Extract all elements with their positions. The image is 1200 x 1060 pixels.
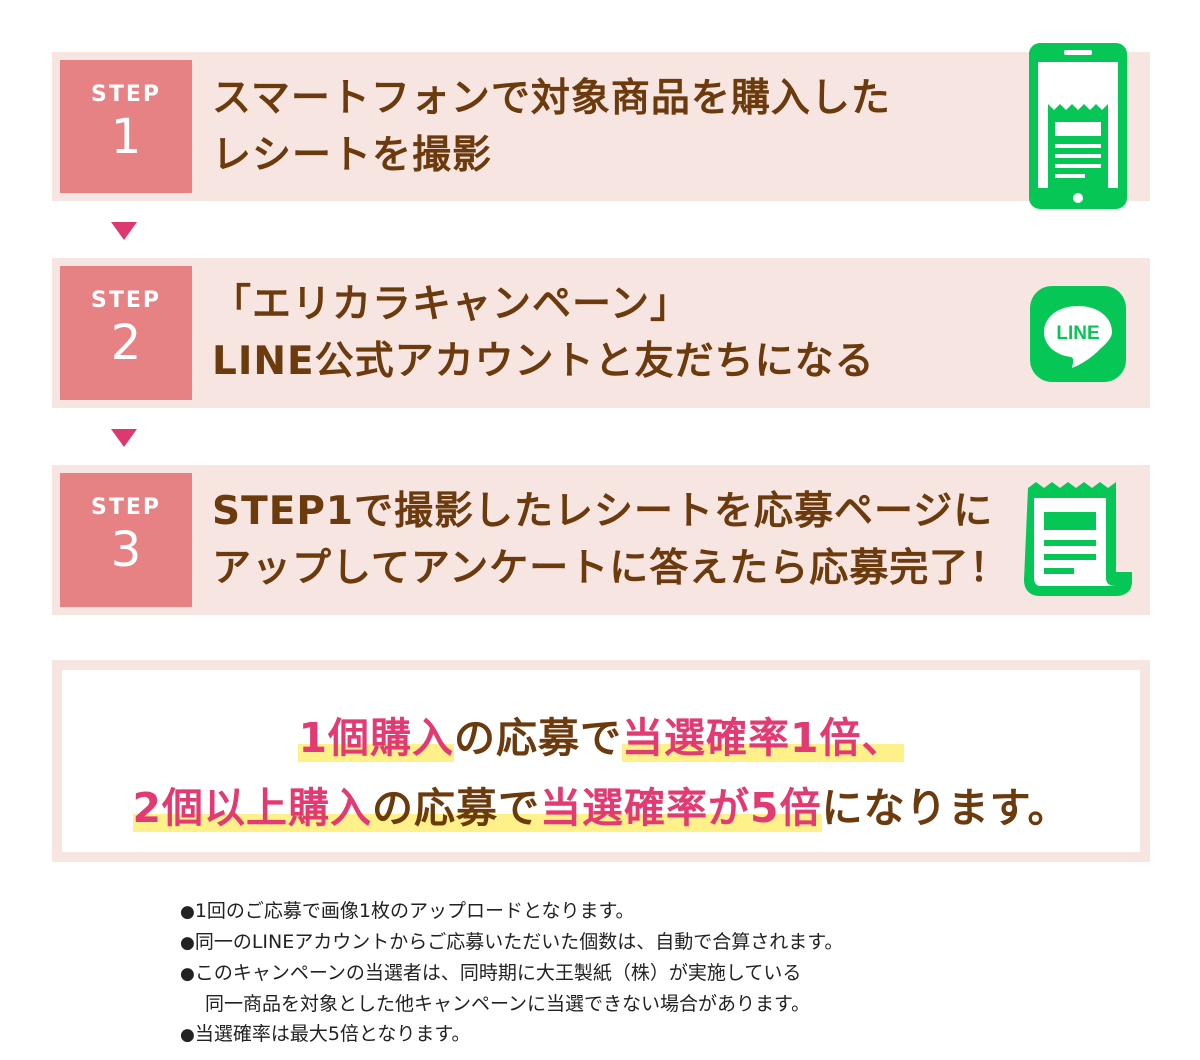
step-2-text: 「エリカラキャンペーン」 LINE公式アカウントと友だちになる	[212, 276, 875, 390]
step-3-label: STEP	[90, 495, 161, 520]
step-2-line-2: LINE公式アカウントと友だちになる	[212, 339, 875, 384]
note-text-3: このキャンペーンの当選者は、同時期に大王製紙（株）が実施している	[194, 962, 802, 984]
odds-line-2: 2個以上購入の応募で当選確率が5倍になります。	[62, 774, 1140, 834]
step-1-label: STEP	[90, 82, 161, 107]
line-icon-text: LINE	[1056, 323, 1099, 344]
odds-line-2-odds: 当選確率が5倍	[540, 784, 822, 832]
note-text-1: 1回のご応募で画像1枚のアップロードとなります。	[194, 900, 635, 922]
odds-line-1-end: 、	[861, 714, 904, 762]
step-1-panel: STEP 1 スマートフォンで対象商品を購入した レシートを撮影	[52, 52, 1150, 201]
note-item-4: ●当選確率は最大5倍となります。	[180, 1019, 843, 1050]
line-app-icon: LINE	[1030, 286, 1126, 382]
step-1-line-1: スマートフォンで対象商品を購入した	[212, 76, 891, 121]
smartphone-receipt-icon	[1029, 43, 1127, 209]
odds-line-2-mid: の応募で	[372, 784, 541, 832]
notes-list: ●1回のご応募で画像1枚のアップロードとなります。 ●同一のLINEアカウントか…	[180, 896, 843, 1050]
note-text-2: 同一のLINEアカウントからご応募いただいた個数は、自動で合算されます。	[194, 931, 844, 953]
step-arrow-1	[111, 222, 137, 240]
odds-info-inner: 1個購入の応募で当選確率1倍、 2個以上購入の応募で当選確率が5倍になります。	[62, 670, 1140, 852]
odds-line-1: 1個購入の応募で当選確率1倍、	[62, 704, 1140, 764]
step-3-line-1: STEP1で撮影したレシートを応募ページに	[212, 489, 994, 534]
note-bullet-2: ●	[180, 933, 195, 953]
step-1-badge: STEP 1	[60, 60, 192, 193]
note-item-2: ●同一のLINEアカウントからご応募いただいた個数は、自動で合算されます。	[180, 927, 843, 958]
step-3-line-2: アップしてアンケートに答えたら応募完了！	[212, 546, 1010, 591]
step-2-panel: STEP 2 「エリカラキャンペーン」 LINE公式アカウントと友だちになる	[52, 258, 1150, 408]
step-3-text: STEP1で撮影したレシートを応募ページに アップしてアンケートに答えたら応募完…	[212, 483, 1009, 597]
note-bullet-1: ●	[180, 902, 195, 922]
note-text-3-continued: 同一商品を対象とした他キャンペーンに当選できない場合があります。	[205, 993, 811, 1015]
step-arrow-2	[111, 429, 137, 447]
receipt-icon	[1024, 482, 1132, 596]
step-2-line-1: 「エリカラキャンペーン」	[212, 282, 691, 327]
step-3-number: 3	[110, 522, 142, 578]
step-1-number: 1	[110, 109, 142, 165]
step-1-line-2: レシートを撮影	[212, 133, 493, 178]
step-2-number: 2	[110, 315, 142, 371]
step-3-panel: STEP 3 STEP1で撮影したレシートを応募ページに アップしてアンケートに…	[52, 465, 1150, 615]
step-3-badge: STEP 3	[60, 473, 192, 607]
note-bullet-3: ●	[180, 964, 195, 984]
step-2-label: STEP	[90, 288, 161, 313]
odds-line-1-mid: の応募で	[454, 714, 622, 762]
step-1-text: スマートフォンで対象商品を購入した レシートを撮影	[212, 70, 891, 184]
note-item-1: ●1回のご応募で画像1枚のアップロードとなります。	[180, 896, 843, 927]
note-bullet-4: ●	[180, 1025, 195, 1045]
odds-info-box: 1個購入の応募で当選確率1倍、 2個以上購入の応募で当選確率が5倍になります。	[52, 660, 1150, 862]
note-item-3: ●このキャンペーンの当選者は、同時期に大王製紙（株）が実施している	[180, 958, 843, 989]
step-2-badge: STEP 2	[60, 266, 192, 400]
note-text-4: 当選確率は最大5倍となります。	[194, 1023, 471, 1045]
odds-line-1-qty: 1個購入	[298, 714, 454, 762]
odds-line-1-odds: 当選確率1倍	[622, 714, 862, 762]
odds-line-2-end: になります。	[821, 784, 1070, 832]
odds-line-2-qty: 2個以上購入	[132, 784, 373, 832]
